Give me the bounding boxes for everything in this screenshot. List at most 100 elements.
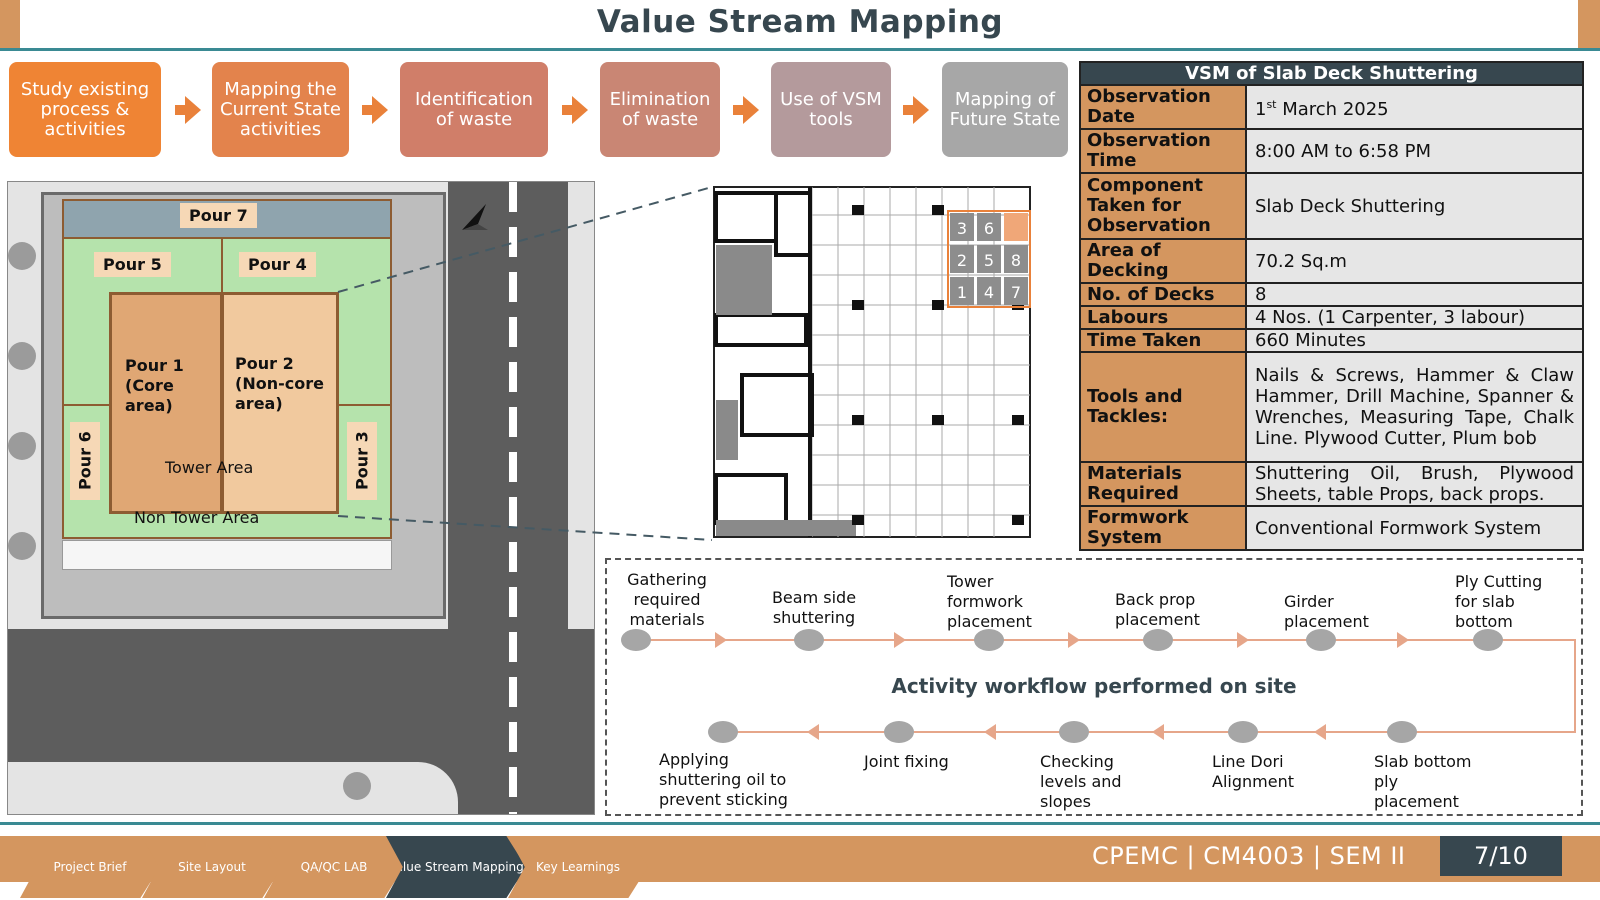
- page-title: Value Stream Mapping: [596, 4, 1004, 40]
- workflow-step-label: Girder placement: [1284, 592, 1369, 631]
- pour-4-label: Pour 4: [239, 252, 316, 277]
- process-step-4: Elimination of waste: [600, 62, 720, 157]
- workflow-node: [1387, 721, 1417, 743]
- table-key: Formwork System: [1079, 505, 1247, 551]
- workflow-node: [1059, 721, 1089, 743]
- workflow-node: [621, 629, 651, 651]
- flow-arrow-right-icon: [1397, 632, 1409, 648]
- workflow-node: [974, 629, 1004, 651]
- deck-number: 2: [957, 251, 967, 270]
- table-value: 660 Minutes: [1245, 328, 1584, 353]
- workflow-step-label: Beam side shuttering: [771, 588, 857, 627]
- ground-area: [8, 762, 458, 814]
- workflow-node: [708, 721, 738, 743]
- process-arrow-icon: [562, 96, 588, 124]
- nav-tab-qa-qc-lab[interactable]: QA/QC LAB: [264, 836, 404, 898]
- table-value: 8: [1245, 282, 1584, 307]
- header-accent-right: [1578, 0, 1600, 48]
- process-arrow-icon: [903, 96, 929, 124]
- nav-tab-value-stream-mapping[interactable]: Value Stream Mapping: [386, 836, 526, 898]
- process-step-2: Mapping the Current State activities: [212, 62, 349, 157]
- header-divider: [0, 48, 1600, 51]
- page-number: 7/10: [1440, 836, 1562, 876]
- tree-icon: [8, 242, 36, 270]
- flow-arrow-right-icon: [1237, 632, 1249, 648]
- nav-tab-project-brief[interactable]: Project Brief: [20, 836, 160, 898]
- table-key: Tools and Tackles:: [1079, 351, 1247, 463]
- workflow-step-label: Joint fixing: [864, 752, 949, 771]
- workflow-step-label: Applying shuttering oil to prevent stick…: [659, 750, 788, 809]
- table-value: 70.2 Sq.m: [1245, 238, 1584, 284]
- deck-number: 8: [1011, 251, 1021, 270]
- footer-divider: [0, 822, 1600, 825]
- tree-icon: [8, 342, 36, 370]
- pour-1-core-zone: [109, 292, 223, 514]
- activity-workflow-panel: Activity workflow performed on site Gath…: [605, 558, 1583, 816]
- deck-number: 3: [957, 219, 967, 238]
- non-tower-area-label: Non Tower Area: [134, 508, 260, 527]
- table-value-date: 1st March 2025: [1245, 84, 1584, 130]
- workflow-title: Activity workflow performed on site: [891, 674, 1297, 698]
- table-value: Shuttering Oil, Brush, Plywood Sheets, t…: [1245, 461, 1584, 507]
- floor-plan-drawing: 3 6 2 5 8 1 4 7: [712, 185, 1034, 543]
- workflow-step-label: Back prop placement: [1115, 590, 1200, 629]
- flow-arrow-left-icon: [1314, 724, 1326, 740]
- deck-number: 6: [984, 219, 994, 238]
- table-key: Observation Date: [1079, 84, 1247, 130]
- table-value: Nails & Screws, Hammer & Claw Hammer, Dr…: [1245, 351, 1584, 463]
- nav-tab-key-learnings[interactable]: Key Learnings: [508, 836, 648, 898]
- process-arrow-icon: [175, 96, 201, 124]
- workflow-step-label: Checking levels and slopes: [1040, 752, 1122, 811]
- pour-1-label: Pour 1 (Core area): [125, 356, 184, 415]
- flow-arrow-left-icon: [807, 724, 819, 740]
- process-step-1: Study existing process & activities: [9, 62, 161, 157]
- table-value: Slab Deck Shuttering: [1245, 172, 1584, 240]
- table-key: Time Taken: [1079, 328, 1247, 353]
- deck-number: 4: [984, 283, 994, 302]
- process-step-5: Use of VSM tools: [771, 62, 891, 157]
- workflow-node: [1306, 629, 1336, 651]
- zone-divider: [221, 239, 223, 294]
- workflow-node: [1228, 721, 1258, 743]
- table-key: No. of Decks: [1079, 282, 1247, 307]
- table-header: VSM of Slab Deck Shuttering: [1079, 61, 1584, 86]
- pour-6-label: Pour 6: [70, 422, 100, 500]
- pour-5-label: Pour 5: [94, 252, 171, 277]
- pour-2-label: Pour 2 (Non-core area): [235, 354, 324, 413]
- tower-area-label: Tower Area: [165, 458, 254, 477]
- zone-divider: [62, 404, 110, 406]
- workflow-lines: [635, 639, 1576, 733]
- process-arrow-icon: [362, 96, 388, 124]
- tree-icon: [8, 532, 36, 560]
- table-key: Component Taken for Observation: [1079, 172, 1247, 240]
- table-value: 8:00 AM to 6:58 PM: [1245, 128, 1584, 174]
- pour-3-label: Pour 3: [347, 422, 377, 500]
- table-value: Conventional Formwork System: [1245, 505, 1584, 551]
- workflow-step-label: Ply Cutting for slab bottom: [1455, 572, 1543, 631]
- process-step-6: Mapping of Future State: [942, 62, 1068, 157]
- table-key: Area of Decking: [1079, 238, 1247, 284]
- pour-2-noncore-zone: [221, 292, 339, 514]
- tree-icon: [343, 772, 371, 800]
- workflow-step-label: Slab bottom ply placement: [1374, 752, 1472, 811]
- process-arrow-icon: [733, 96, 759, 124]
- flow-arrow-right-icon: [894, 632, 906, 648]
- course-info: CPEMC | CM4003 | SEM II: [1092, 842, 1406, 870]
- table-key: Observation Time: [1079, 128, 1247, 174]
- flow-arrow-left-icon: [984, 724, 996, 740]
- process-step-3: Identification of waste: [400, 62, 548, 157]
- road-marking: [509, 182, 517, 814]
- flow-arrow-right-icon: [1068, 632, 1080, 648]
- vsm-info-table: VSM of Slab Deck Shuttering Observation …: [1079, 61, 1584, 551]
- workflow-node: [884, 721, 914, 743]
- workflow-node: [1143, 629, 1173, 651]
- nav-tab-site-layout[interactable]: Site Layout: [142, 836, 282, 898]
- table-key: Materials Required: [1079, 461, 1247, 507]
- workflow-step-label: Gathering required materials: [627, 570, 707, 629]
- workflow-step-label: Line Dori Alignment: [1212, 752, 1294, 791]
- flow-arrow-right-icon: [715, 632, 727, 648]
- header-accent-left: [0, 0, 20, 48]
- zone-divider: [339, 404, 392, 406]
- deck-number: 7: [1011, 283, 1021, 302]
- deck-number: 5: [984, 251, 994, 270]
